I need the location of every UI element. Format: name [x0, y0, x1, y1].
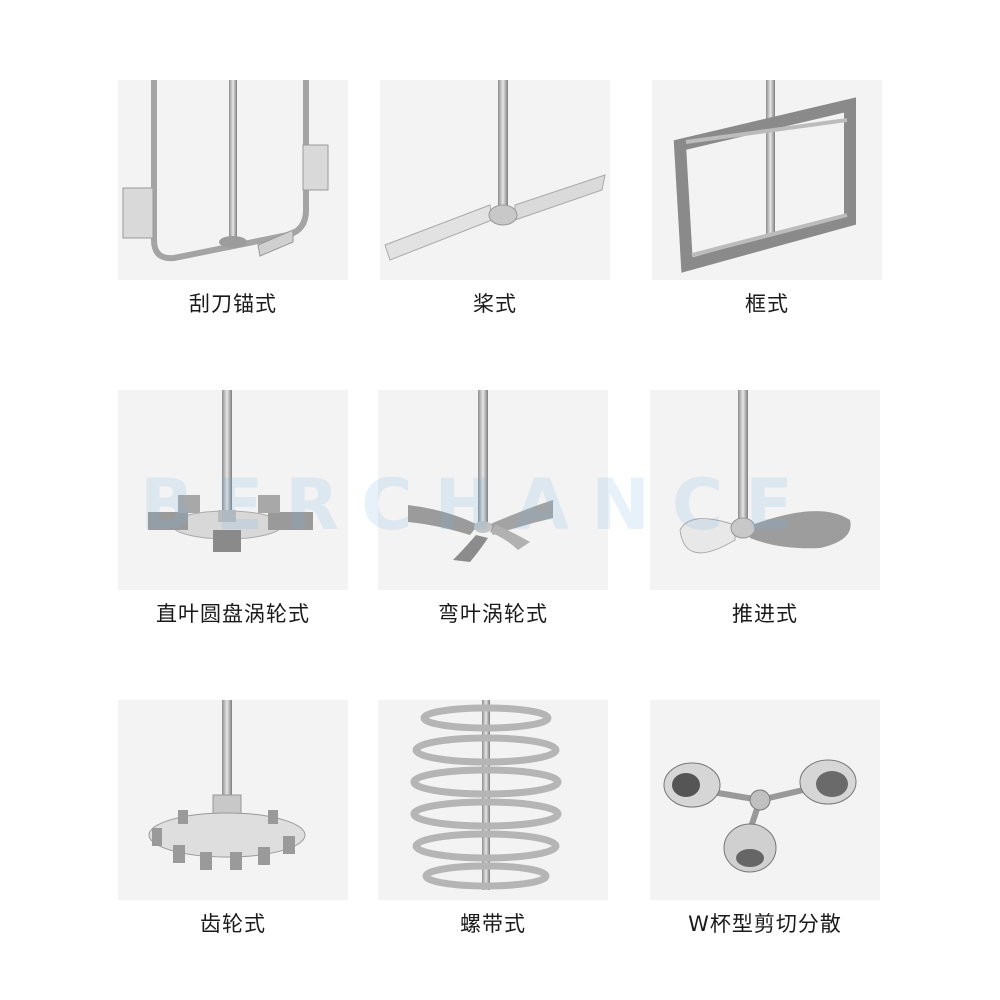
sawtooth-disc-agitator-image — [118, 700, 348, 900]
item-label: 螺带式 — [460, 912, 526, 936]
propeller-agitator-image — [650, 390, 880, 590]
curved-blade-turbine-image — [378, 390, 608, 590]
item-label: 框式 — [745, 292, 789, 316]
item-label: 桨式 — [473, 292, 517, 316]
item-label: 直叶圆盘涡轮式 — [156, 602, 310, 626]
helical-ribbon-agitator-image — [378, 700, 608, 900]
straight-blade-disc-turbine-image — [118, 390, 348, 590]
item-label: 刮刀锚式 — [189, 292, 277, 316]
scraper-anchor-agitator-image — [118, 80, 348, 280]
frame-agitator-image — [652, 80, 882, 280]
paddle-agitator-image — [380, 80, 610, 280]
item-label: 齿轮式 — [200, 912, 266, 936]
item-label: 推进式 — [732, 602, 798, 626]
item-label: W杯型剪切分散 — [688, 912, 842, 936]
item-label: 弯叶涡轮式 — [438, 602, 548, 626]
w-cup-shear-disperser-image — [650, 700, 880, 900]
